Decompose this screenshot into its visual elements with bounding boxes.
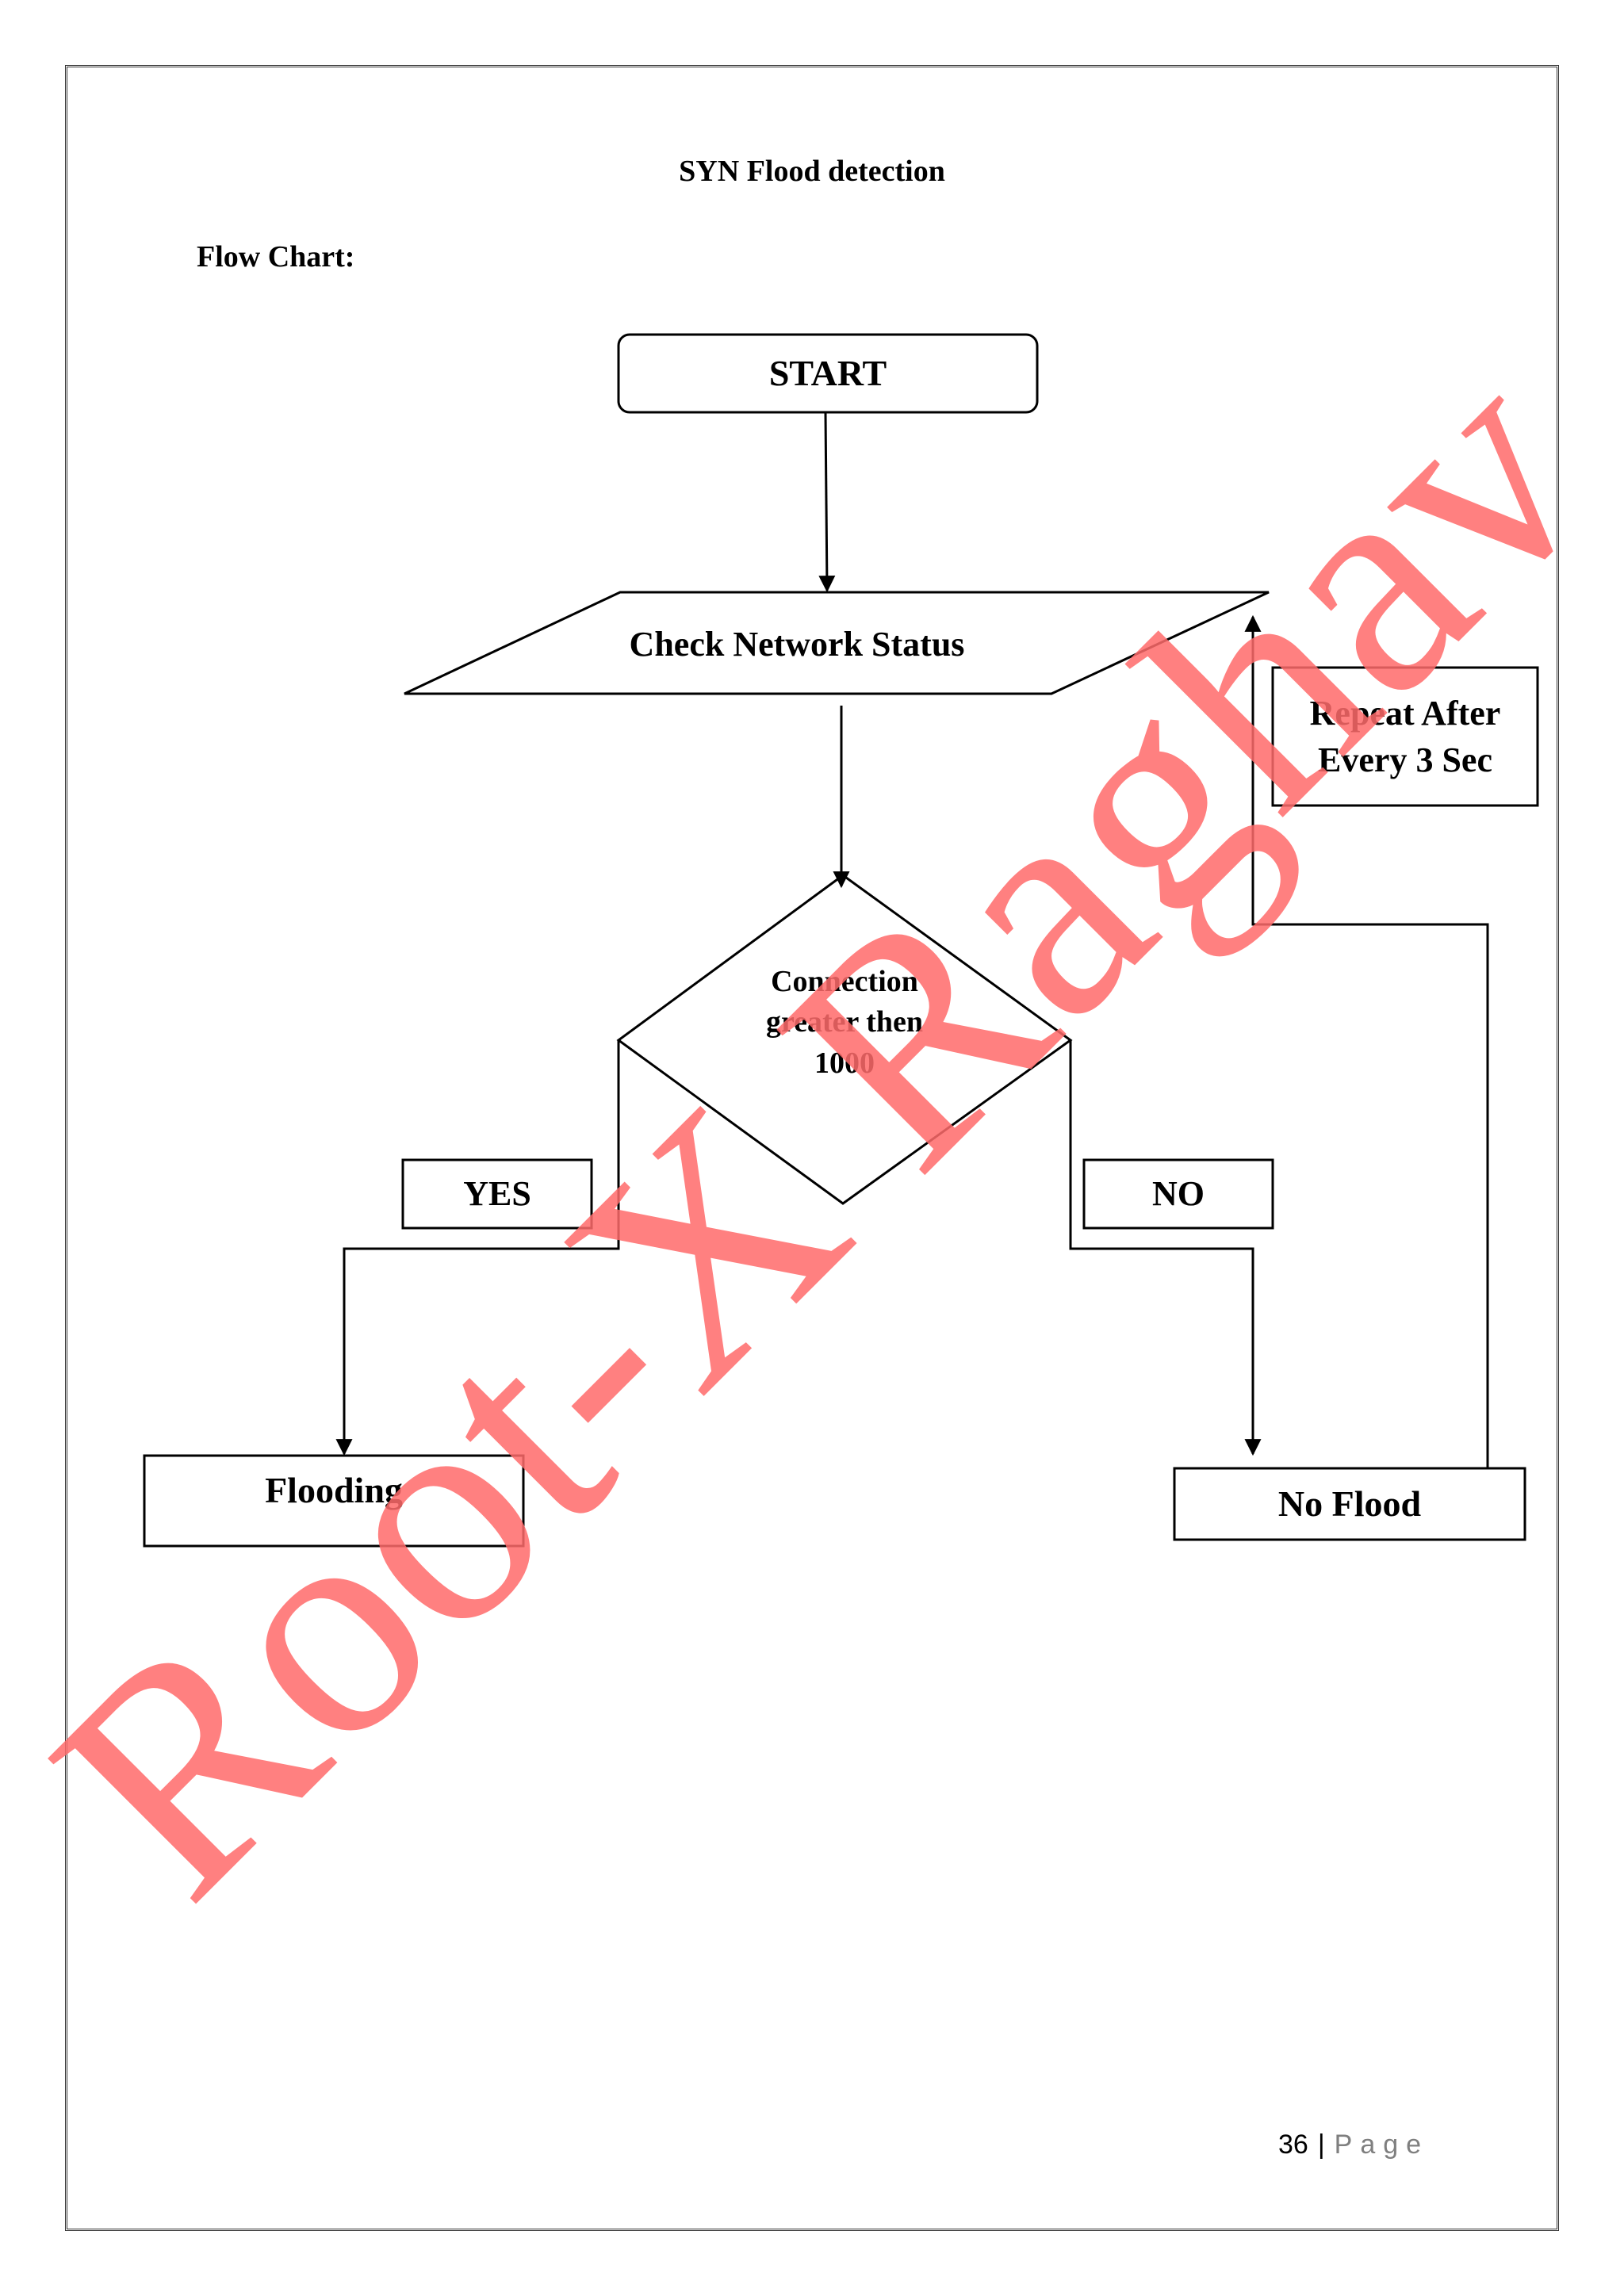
decision-label-line1: Connection	[771, 965, 918, 999]
connector-start-to-check	[818, 411, 836, 593]
start-node-label: START	[768, 352, 887, 393]
no-flood-shape	[1173, 1467, 1526, 1541]
yes-label-box	[401, 1158, 593, 1230]
section-label: Flow Chart:	[197, 240, 355, 274]
yes-label: YES	[463, 1174, 531, 1214]
decision-label-line2: greater then	[765, 1005, 924, 1039]
connector-no-branch	[1069, 1040, 1262, 1456]
page-border	[65, 65, 1559, 2231]
no-label: NO	[1152, 1174, 1205, 1214]
page-word: Page	[1334, 2130, 1430, 2160]
no-label-box	[1082, 1158, 1274, 1230]
flooding-shape	[143, 1454, 525, 1548]
decision-label-line3: 1000	[814, 1046, 875, 1080]
page-number: 36	[1278, 2130, 1308, 2160]
decision-shape	[616, 874, 1073, 1205]
repeat-box-shape	[1271, 666, 1539, 807]
repeat-label-line1: Repeat After	[1309, 693, 1501, 733]
repeat-label: Repeat After Every 3 Sec	[1273, 668, 1538, 806]
no-flood-label: No Flood	[1277, 1483, 1422, 1524]
connector-yes-branch	[335, 1040, 620, 1456]
page-footer: 36 | Page	[1278, 2130, 1429, 2160]
page-separator: |	[1317, 2130, 1325, 2160]
check-status-label: Check Network Status	[629, 625, 965, 664]
connector-repeat-loop	[1244, 614, 1489, 1468]
start-node-shape	[617, 333, 1039, 414]
flooding-label: Flooding	[265, 1469, 403, 1510]
decision-label: Connection greater then 1000	[698, 951, 991, 1094]
check-status-shape	[404, 591, 1270, 695]
repeat-label-line2: Every 3 Sec	[1318, 740, 1492, 779]
document-title: SYN Flood detection	[679, 155, 945, 188]
